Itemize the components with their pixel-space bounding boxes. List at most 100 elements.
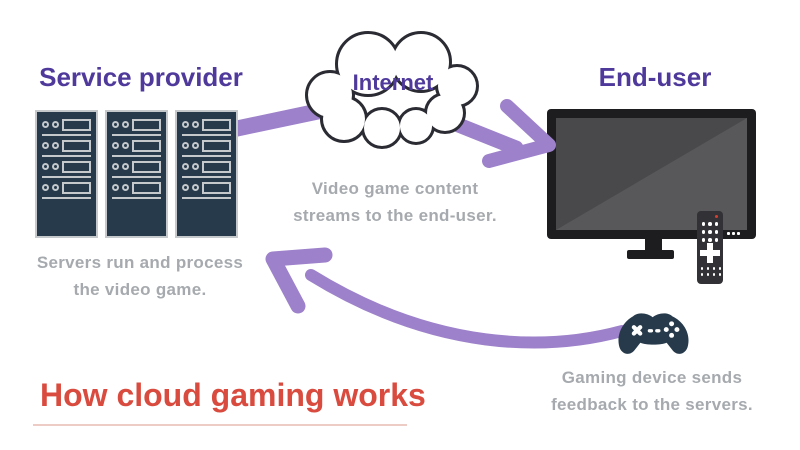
remote-button-dot: [714, 230, 718, 234]
tv-button-dot: [737, 232, 740, 235]
internet-heading: Internet: [352, 70, 434, 95]
bay-divider: [42, 134, 91, 136]
remote-button-dot: [714, 222, 718, 226]
gamepad-action-buttons-icon: [663, 321, 680, 338]
drive-led-icon: [112, 184, 119, 191]
drive-led-icon: [112, 163, 119, 170]
drive-bay: [42, 118, 91, 131]
drive-led-icon: [52, 163, 59, 170]
drive-led-icon: [52, 184, 59, 191]
remote-button-dot: [708, 222, 712, 226]
remote-button-dot: [708, 230, 712, 234]
drive-slot: [62, 139, 91, 152]
remote-dpad-icon: [700, 250, 720, 256]
bay-divider: [42, 197, 91, 199]
remote-button-dot: [701, 230, 705, 234]
drive-led-icon: [52, 142, 59, 149]
arrow-feedback-curve: [305, 269, 628, 349]
page-title: How cloud gaming works: [40, 377, 426, 413]
drive-led-icon: [42, 121, 49, 128]
remote-button-dot: [718, 273, 722, 276]
remote-power-led-icon: [715, 215, 718, 218]
drive-led-icon: [42, 142, 49, 149]
drive-bay: [182, 160, 231, 173]
bay-divider: [112, 155, 161, 157]
drive-led-icon: [112, 142, 119, 149]
drive-bay: [182, 118, 231, 131]
drive-led-icon: [42, 184, 49, 191]
tv-stand-neck: [645, 238, 662, 252]
drive-slot: [202, 118, 231, 131]
drive-led-icon: [182, 142, 189, 149]
end-user-heading: End-user: [598, 62, 712, 92]
drive-slot: [132, 160, 161, 173]
remote-control-icon: [697, 211, 723, 284]
server-rack-icon: [35, 110, 238, 238]
drive-bay: [112, 139, 161, 152]
cloud-icon: [305, 31, 479, 149]
servers-caption: Servers run and process the video game.: [10, 249, 270, 303]
remote-button-dot: [712, 273, 716, 276]
stream-caption-line2: streams to the end-user.: [293, 206, 497, 225]
drive-bay: [112, 118, 161, 131]
drive-led-icon: [192, 163, 199, 170]
server-tower: [175, 110, 238, 238]
remote-button-dot: [714, 238, 718, 242]
stream-caption-line1: Video game content: [311, 179, 479, 198]
bay-divider: [182, 197, 231, 199]
service-provider-heading: Service provider: [39, 62, 243, 92]
title-underline: [33, 424, 407, 426]
remote-button-dot: [700, 273, 704, 276]
drive-bay: [112, 181, 161, 194]
drive-slot: [202, 181, 231, 194]
drive-bay: [112, 160, 161, 173]
drive-led-icon: [182, 184, 189, 191]
drive-slot: [132, 139, 161, 152]
drive-led-icon: [42, 163, 49, 170]
server-tower: [35, 110, 98, 238]
stream-caption: Video game content streams to the end-us…: [255, 175, 535, 229]
bay-divider: [42, 176, 91, 178]
bay-divider: [182, 134, 231, 136]
drive-slot: [132, 181, 161, 194]
drive-bay: [42, 181, 91, 194]
remote-button-dot: [700, 267, 704, 270]
tv-button-dot: [727, 232, 730, 235]
drive-led-icon: [182, 163, 189, 170]
drive-slot: [132, 118, 161, 131]
tv-button-dot: [732, 232, 735, 235]
tv-icon: [547, 109, 756, 239]
server-tower: [105, 110, 168, 238]
remote-button-dot: [706, 267, 710, 270]
bay-divider: [112, 134, 161, 136]
drive-led-icon: [192, 184, 199, 191]
remote-button-dot: [706, 273, 710, 276]
feedback-caption: Gaming device sends feedback to the serv…: [512, 364, 792, 418]
drive-slot: [62, 181, 91, 194]
servers-caption-line2: the video game.: [73, 280, 207, 299]
remote-button-dot: [708, 238, 712, 242]
drive-led-icon: [192, 121, 199, 128]
drive-led-icon: [122, 142, 129, 149]
drive-led-icon: [122, 121, 129, 128]
remote-button-dot: [701, 222, 705, 226]
remote-button-dot: [701, 238, 705, 242]
drive-led-icon: [52, 121, 59, 128]
arrow-cloud-to-tv-head-icon: [482, 99, 556, 168]
gamepad-x-button-icon: [631, 325, 643, 336]
bay-divider: [112, 197, 161, 199]
drive-bay: [42, 139, 91, 152]
drive-led-icon: [122, 184, 129, 191]
feedback-caption-line1: Gaming device sends: [561, 368, 743, 387]
drive-slot: [62, 160, 91, 173]
drive-led-icon: [182, 121, 189, 128]
bay-divider: [42, 155, 91, 157]
tv-stand-base: [627, 250, 674, 259]
gamepad-dash-button: [655, 329, 661, 333]
drive-slot: [62, 118, 91, 131]
gamepad-icon: [618, 313, 689, 354]
bay-divider: [182, 155, 231, 157]
drive-led-icon: [112, 121, 119, 128]
drive-led-icon: [122, 163, 129, 170]
